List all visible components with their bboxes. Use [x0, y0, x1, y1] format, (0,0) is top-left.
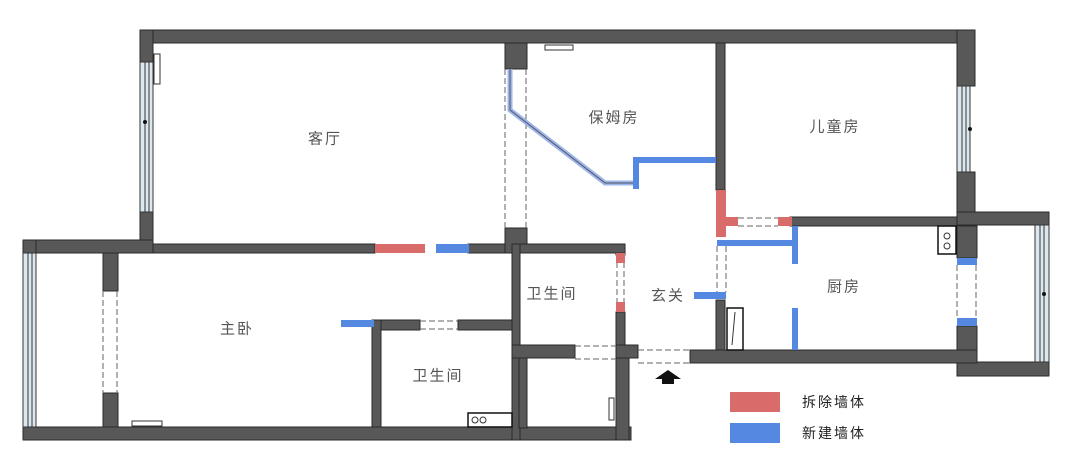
left-balcony-window — [22, 252, 37, 428]
existing-walls — [22, 29, 1050, 441]
radiator-bath — [608, 397, 615, 421]
living-window — [139, 61, 154, 213]
fridge — [726, 307, 744, 351]
legend-demolish: 拆除墙体 — [730, 392, 866, 412]
room-label-master: 主卧 — [219, 319, 255, 338]
windows — [22, 61, 1050, 428]
legend-label-demolish: 拆除墙体 — [802, 395, 866, 411]
stove — [937, 225, 957, 255]
radiator-living — [153, 53, 161, 85]
radiator-master — [131, 420, 163, 427]
room-label-foyer: 玄关 — [650, 286, 686, 305]
room-label-kids: 儿童房 — [809, 117, 861, 136]
new-walls — [341, 157, 977, 350]
legend-swatch-new — [730, 423, 780, 443]
radiator-nanny — [544, 44, 574, 51]
room-label-nanny: 保姆房 — [588, 108, 640, 127]
room-label-living: 客厅 — [307, 129, 343, 148]
room-label-kitchen: 厨房 — [826, 277, 862, 296]
right-balcony-window — [1034, 224, 1050, 363]
demolished-walls — [375, 190, 792, 312]
entrance-arrow-icon — [655, 370, 681, 384]
room-label-bath1: 卫生间 — [526, 284, 578, 303]
legend-new-wall: 新建墙体 — [730, 423, 866, 443]
legend-swatch-demolish — [730, 392, 780, 412]
room-label-bath2: 卫生间 — [412, 366, 464, 385]
legend-label-new: 新建墙体 — [802, 426, 866, 442]
openings — [102, 69, 977, 393]
fixtures — [467, 225, 957, 428]
basin — [467, 412, 513, 428]
